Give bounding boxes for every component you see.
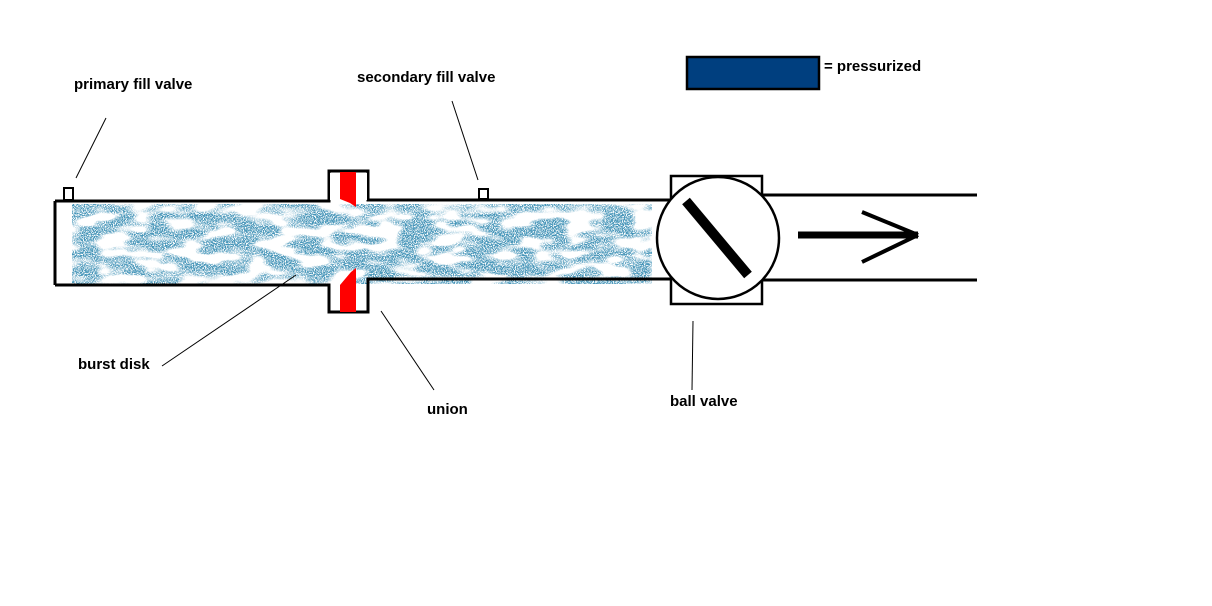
label-secondary-fill-valve: secondary fill valve <box>357 69 495 86</box>
leader-burst-disk <box>161 274 297 367</box>
label-burst-disk: burst disk <box>78 356 150 373</box>
flow-arrow-icon <box>798 210 919 264</box>
ball-valve <box>655 174 781 306</box>
label-ball-valve: ball valve <box>670 393 738 410</box>
outlet-pipe <box>762 193 977 282</box>
leader-primary-fill-valve <box>75 117 107 179</box>
leader-union <box>380 310 435 391</box>
ball-valve-handle <box>682 197 752 279</box>
leader-ball-valve <box>691 320 694 391</box>
label-primary-fill-valve: primary fill valve <box>74 76 192 93</box>
legend-label: = pressurized <box>824 58 921 75</box>
leader-secondary-fill-valve <box>451 100 479 181</box>
primary-fill-valve <box>63 187 74 201</box>
legend-swatch-pressurized <box>685 55 821 91</box>
label-union: union <box>427 401 468 418</box>
burst-disk <box>340 172 356 312</box>
legend: = pressurized <box>685 55 921 91</box>
secondary-fill-valve <box>478 188 489 200</box>
pressurized-gas <box>72 204 652 284</box>
